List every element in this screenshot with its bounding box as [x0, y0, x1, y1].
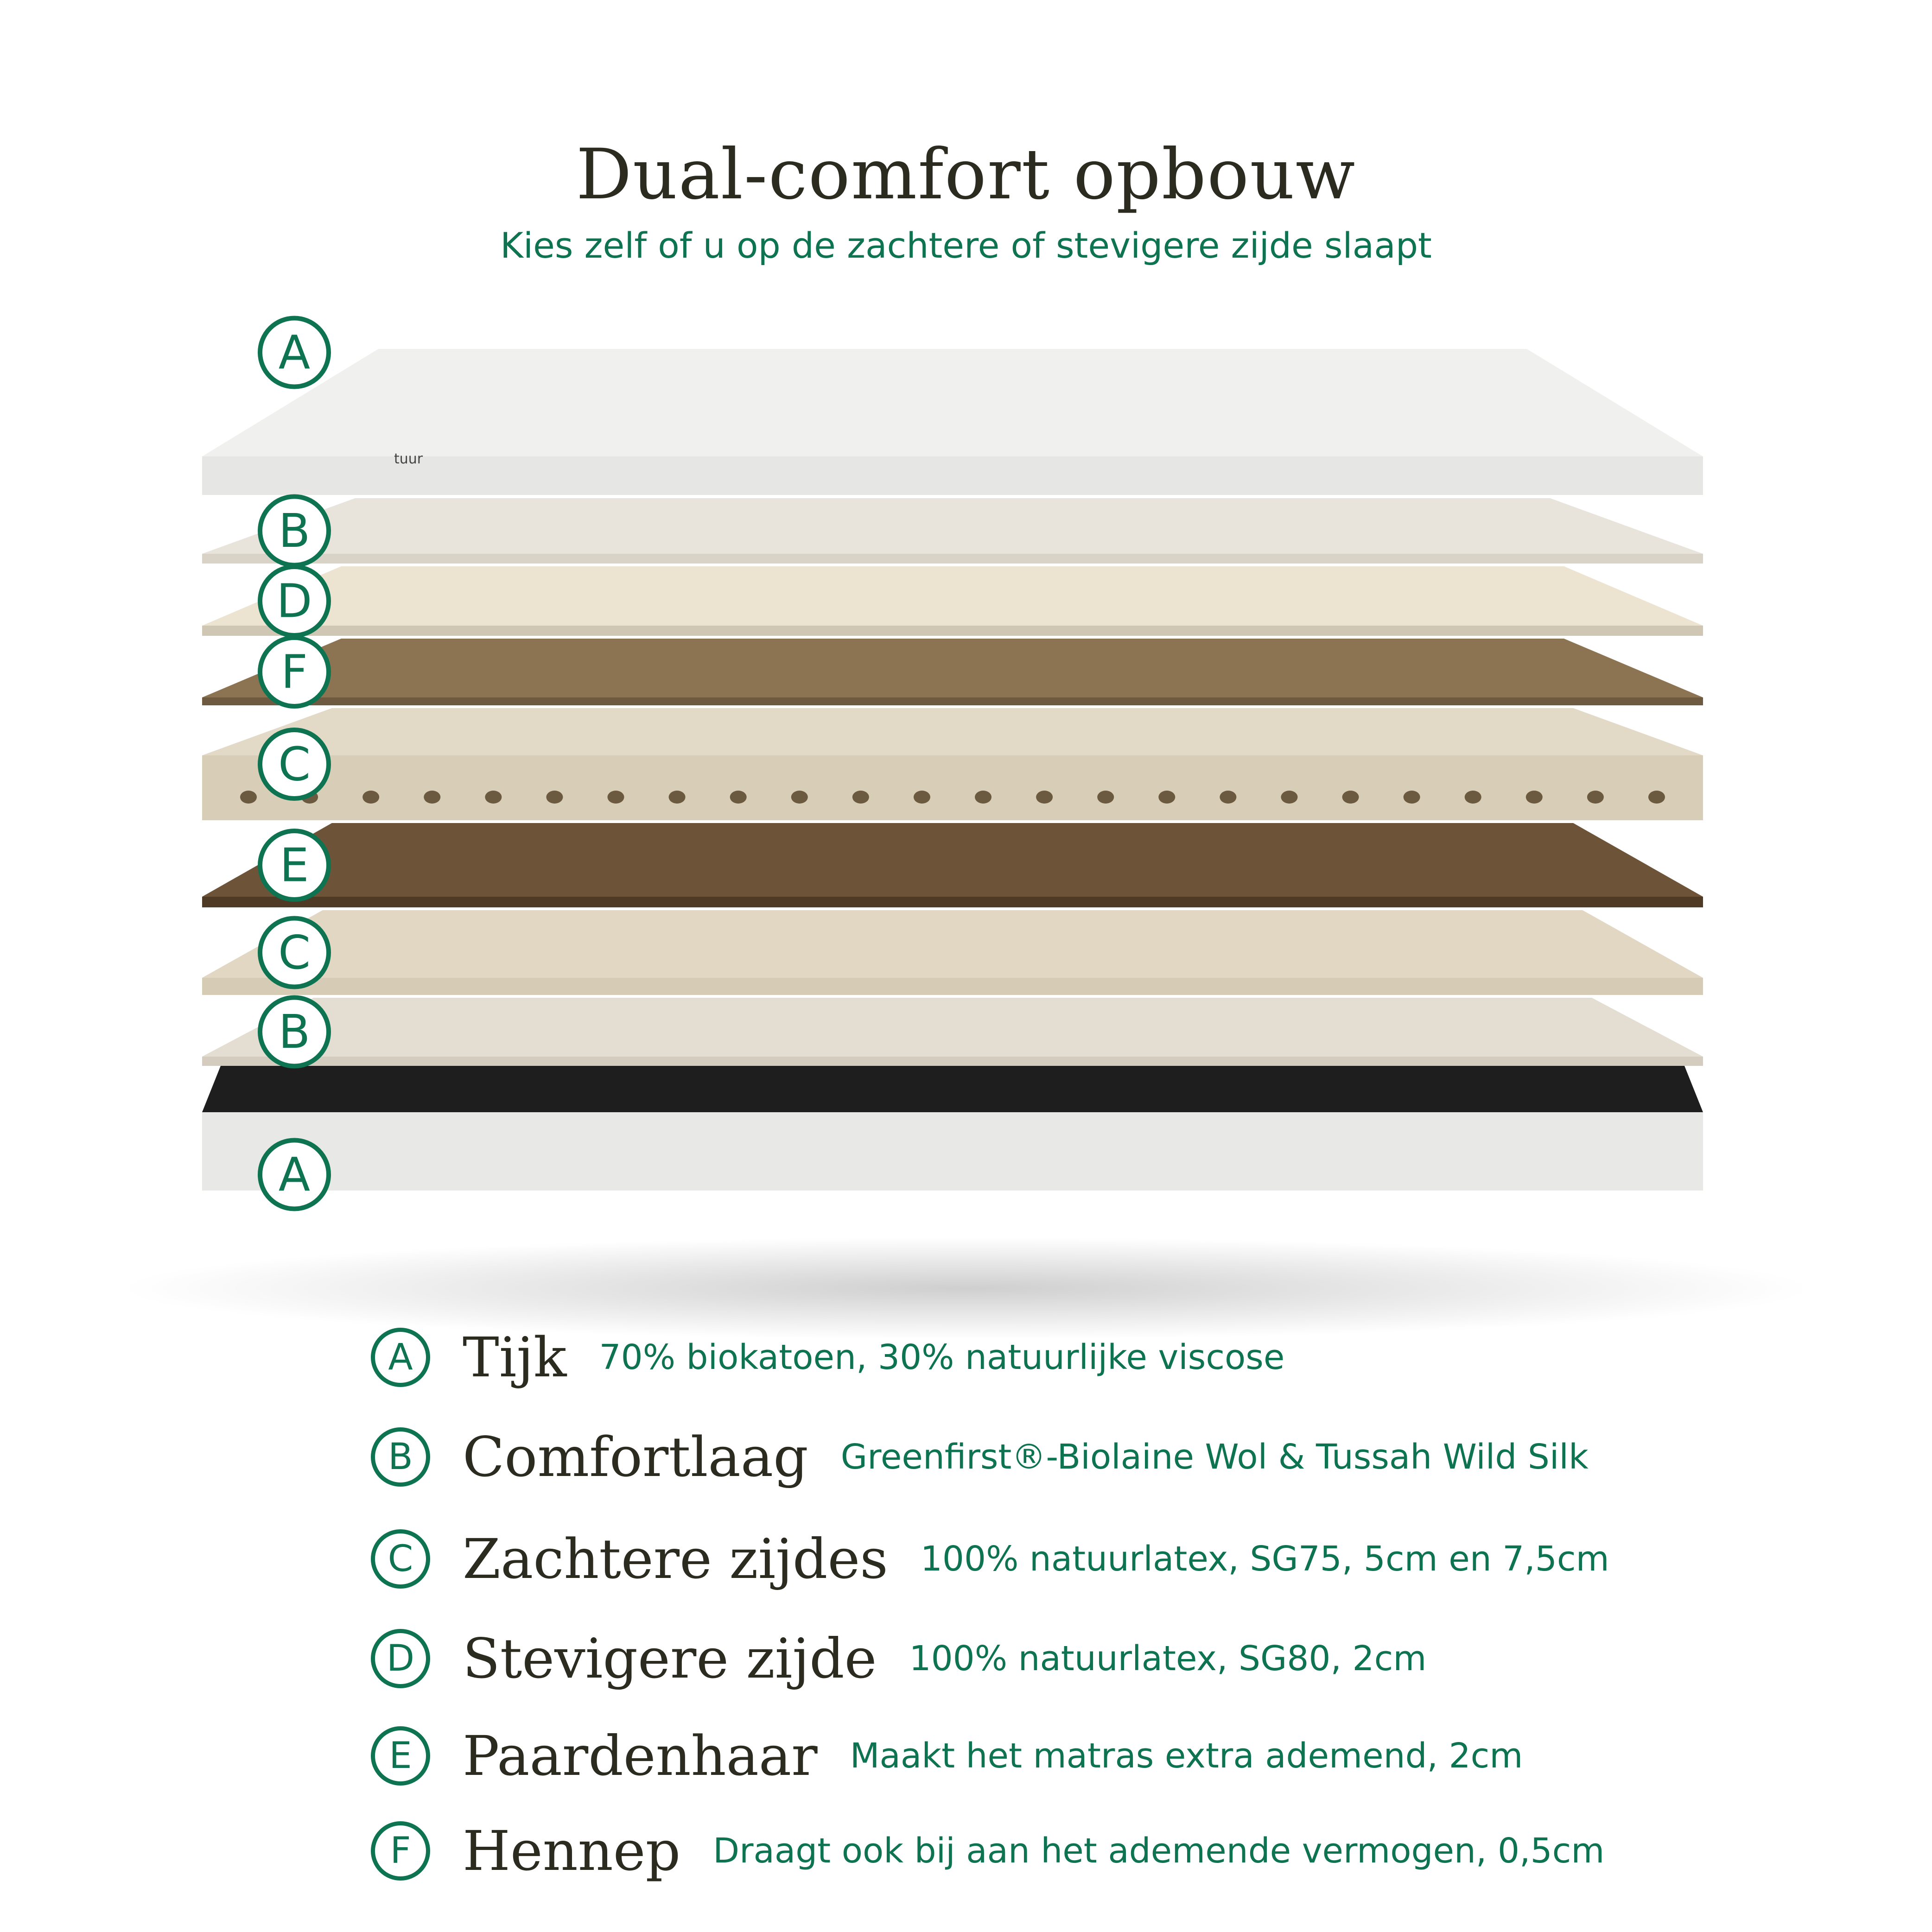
- latex-hole: [1158, 791, 1176, 804]
- legend-name: Comfortlaag: [463, 1425, 808, 1489]
- latex-hole: [975, 791, 992, 804]
- layer-zachtere-zijde-bottom: [202, 910, 1703, 995]
- latex-hole: [1097, 791, 1114, 804]
- layer-badge: A: [258, 1138, 331, 1211]
- latex-hole: [668, 791, 686, 804]
- legend-name: Hennep: [463, 1819, 681, 1883]
- legend-name: Stevigere zijde: [463, 1627, 877, 1691]
- legend-description: Greenfirst®-Biolaine Wol & Tussah Wild S…: [840, 1437, 1589, 1477]
- page-subtitle: Kies zelf of u op de zachtere of stevige…: [500, 225, 1432, 266]
- legend-item: E Paardenhaar Maakt het matras extra ade…: [371, 1724, 1523, 1788]
- latex-hole: [607, 791, 624, 804]
- latex-hole: [1648, 791, 1665, 804]
- svg-text:B: B: [279, 504, 311, 558]
- layer-badge: F: [258, 635, 331, 709]
- latex-hole: [1036, 791, 1053, 804]
- latex-hole: [1464, 791, 1481, 804]
- latex-hole: [546, 791, 563, 804]
- svg-text:D: D: [276, 574, 312, 628]
- legend-badge: D: [371, 1629, 430, 1688]
- latex-hole: [1587, 791, 1604, 804]
- layer-badge: C: [258, 916, 331, 989]
- latex-hole: [730, 791, 747, 804]
- layer-tijk-bottom: [202, 1066, 1703, 1191]
- legend-badge: F: [371, 1821, 430, 1881]
- legend-name: Tijk: [463, 1325, 567, 1389]
- legend-item: A Tijk 70% biokatoen, 30% natuurlijke vi…: [371, 1325, 1284, 1389]
- legend-name: Zachtere zijdes: [463, 1527, 888, 1591]
- legend-description: Draagt ook bij aan het ademende vermogen…: [713, 1831, 1605, 1871]
- floor-shadow: [122, 1237, 1810, 1339]
- layer-badge: D: [258, 564, 331, 638]
- layer-badge: B: [258, 494, 331, 568]
- layer-badge: E: [258, 829, 331, 902]
- layer-badge: B: [258, 995, 331, 1069]
- brand-label: tuur: [394, 451, 423, 467]
- legend-badge: C: [371, 1529, 430, 1589]
- latex-hole: [791, 791, 808, 804]
- latex-hole: [1342, 791, 1359, 804]
- latex-hole: [852, 791, 869, 804]
- layer-tijk-top: [202, 349, 1703, 495]
- legend-description: Maakt het matras extra ademend, 2cm: [850, 1736, 1523, 1776]
- legend-item: B Comfortlaag Greenfirst®-Biolaine Wol &…: [371, 1425, 1589, 1489]
- svg-text:B: B: [279, 1005, 311, 1059]
- legend-item: F Hennep Draagt ook bij aan het ademende…: [371, 1819, 1604, 1883]
- legend-badge: B: [371, 1427, 430, 1487]
- latex-hole: [1403, 791, 1420, 804]
- layer-hennep: [202, 639, 1703, 705]
- svg-text:C: C: [278, 737, 311, 792]
- legend-badge: A: [371, 1328, 430, 1387]
- layer-comfortlaag-top: [202, 498, 1703, 564]
- latex-hole: [485, 791, 502, 804]
- svg-text:C: C: [278, 925, 311, 980]
- layer-comfortlaag-bottom: [202, 998, 1703, 1066]
- latex-hole: [362, 791, 380, 804]
- svg-text:A: A: [279, 1147, 310, 1202]
- latex-hole: [1281, 791, 1298, 804]
- legend-item: D Stevigere zijde 100% natuurlatex, SG80…: [371, 1627, 1426, 1691]
- layer-badge: C: [258, 728, 331, 801]
- legend-description: 70% biokatoen, 30% natuurlijke viscose: [599, 1337, 1285, 1377]
- legend-item: C Zachtere zijdes 100% natuurlatex, SG75…: [371, 1527, 1609, 1591]
- svg-text:A: A: [279, 325, 310, 380]
- page-title: Dual-comfort opbouw: [576, 134, 1356, 215]
- layer-paardenhaar: [202, 823, 1703, 907]
- layer-stevigere-zijde: [202, 566, 1703, 636]
- latex-hole: [240, 791, 257, 804]
- svg-text:E: E: [280, 838, 309, 893]
- legend-description: 100% natuurlatex, SG75, 5cm en 7,5cm: [920, 1539, 1609, 1579]
- legend-description: 100% natuurlatex, SG80, 2cm: [909, 1639, 1427, 1679]
- svg-text:F: F: [281, 645, 308, 699]
- latex-hole: [913, 791, 930, 804]
- layer-badge: A: [258, 316, 331, 389]
- latex-hole: [1220, 791, 1237, 804]
- legend-name: Paardenhaar: [463, 1724, 818, 1788]
- layer-zachtere-zijde-top: [202, 708, 1703, 820]
- legend-badge: E: [371, 1726, 430, 1786]
- latex-hole: [424, 791, 441, 804]
- latex-hole: [1525, 791, 1543, 804]
